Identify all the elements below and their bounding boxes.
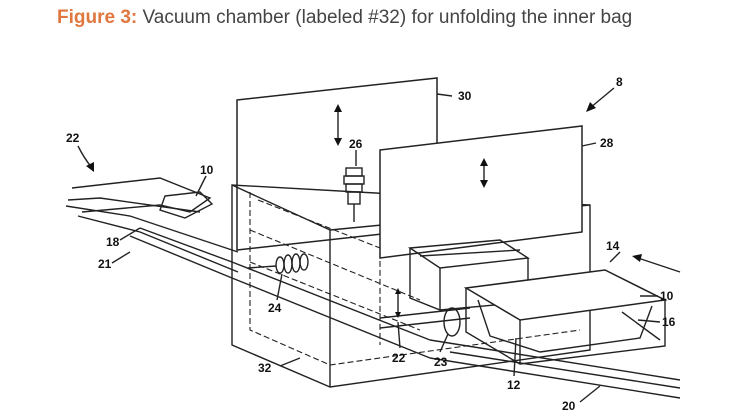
label-22-bottom: 22: [392, 351, 406, 365]
figure-number: Figure 3:: [57, 7, 138, 28]
label-23: 23: [434, 355, 448, 369]
nozzle-26: [343, 167, 365, 222]
incoming-arrow-14: [632, 254, 681, 273]
front-plate-28: [379, 125, 583, 259]
conveyor-arrow-22: [77, 145, 94, 172]
conveyor-rails: [65, 177, 681, 399]
inner-tray: [407, 239, 531, 311]
small-double-arrow: [395, 288, 401, 318]
bag-10-left: [159, 191, 214, 219]
label-28: 28: [600, 136, 614, 150]
label-12: 12: [507, 378, 521, 392]
label-14: 14: [606, 239, 620, 253]
label-32: 32: [258, 361, 272, 375]
label-16: 16: [662, 315, 676, 329]
label-26: 26: [349, 137, 363, 151]
label-20: 20: [562, 399, 576, 413]
label-21: 21: [98, 257, 112, 271]
label-10-left: 10: [200, 163, 214, 177]
plate-28-arrow: [480, 158, 488, 188]
label-8: 8: [616, 75, 623, 89]
label-30: 30: [458, 89, 472, 103]
leader-lines: [111, 93, 661, 403]
plate-30-arrow: [334, 104, 342, 146]
label-18: 18: [106, 235, 120, 249]
figure-caption-text: Vacuum chamber (labeled #32) for unfoldi…: [142, 7, 633, 28]
nozzle-24: [247, 253, 309, 274]
pusher-rod-22: [379, 307, 471, 337]
label-24: 24: [268, 301, 282, 315]
incoming-tray-12: [463, 269, 668, 365]
label-10-right: 10: [660, 289, 674, 303]
figure-caption: Figure 3: Vacuum chamber (labeled #32) f…: [57, 6, 707, 30]
label-22-top: 22: [66, 131, 80, 145]
assembly-arrow-8: [586, 87, 615, 112]
